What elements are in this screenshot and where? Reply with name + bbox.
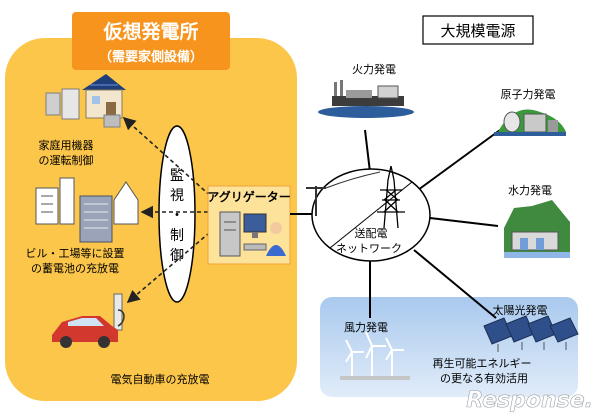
- building-label-line1: ビル・工場等に設置: [26, 246, 125, 260]
- monitor-char-4: 制: [170, 228, 184, 244]
- nuclear-label: 原子力発電: [501, 87, 556, 101]
- building-battery-icon: [35, 177, 139, 243]
- wind-turbine-icon: [340, 331, 410, 380]
- transmission-tower-icon: [377, 165, 405, 229]
- utility-pole-icon: [306, 171, 381, 216]
- virtual-plant-title-box: [72, 12, 230, 70]
- thermal-plant-icon: [318, 80, 414, 118]
- line-thermal: [364, 129, 371, 173]
- monitor-control-ellipse: [158, 125, 196, 303]
- electric-vehicle-icon: [52, 293, 125, 348]
- monitor-char-5: 御: [170, 248, 184, 264]
- virtual-plant-title: 仮想発電所: [102, 20, 198, 43]
- nuclear-plant-icon: [494, 109, 566, 136]
- aggregator-computer-icon: [219, 211, 286, 257]
- renewable-label-line1: 再生可能エネルギー: [433, 356, 532, 370]
- hydro-plant-icon: [504, 200, 570, 258]
- line-solar: [413, 249, 497, 319]
- virtual-plant-subtitle: （需要家側設備）: [99, 49, 203, 65]
- monitor-char-3: ・: [170, 208, 184, 224]
- wind-label: 風力発電: [344, 320, 388, 334]
- network-label-line2: ネットワーク: [336, 242, 402, 255]
- home-label-line2: の運転制御: [39, 153, 94, 167]
- home-appliances-icon: [45, 74, 126, 128]
- renewable-label-line2: の更なる有効活用: [440, 371, 528, 385]
- solar-label: 太陽光発電: [493, 303, 548, 317]
- watermark: Response.: [466, 388, 593, 413]
- line-nuclear: [417, 129, 501, 191]
- virtual-plant-panel: [5, 38, 297, 401]
- monitor-char-2: 視: [170, 188, 184, 204]
- arrow-to-ev: [126, 227, 216, 304]
- network-label-line1: 送配電: [355, 226, 388, 240]
- aggregator-label: アグリゲーター: [207, 189, 290, 204]
- monitor-char-1: 監: [170, 167, 184, 184]
- hydro-label: 水力発電: [508, 183, 552, 197]
- large-scale-title: 大規模電源: [440, 22, 515, 40]
- thermal-label: 火力発電: [352, 62, 396, 76]
- building-label-line2: の蓄電池の充放電: [31, 261, 119, 275]
- network-divider: [329, 181, 413, 249]
- ev-label: 電気自動車の充放電: [111, 372, 210, 386]
- large-scale-title-box: [422, 15, 534, 45]
- home-label-line1: 家庭用機器: [39, 138, 94, 152]
- solar-panels-icon: [483, 315, 579, 352]
- line-hydro: [429, 217, 499, 227]
